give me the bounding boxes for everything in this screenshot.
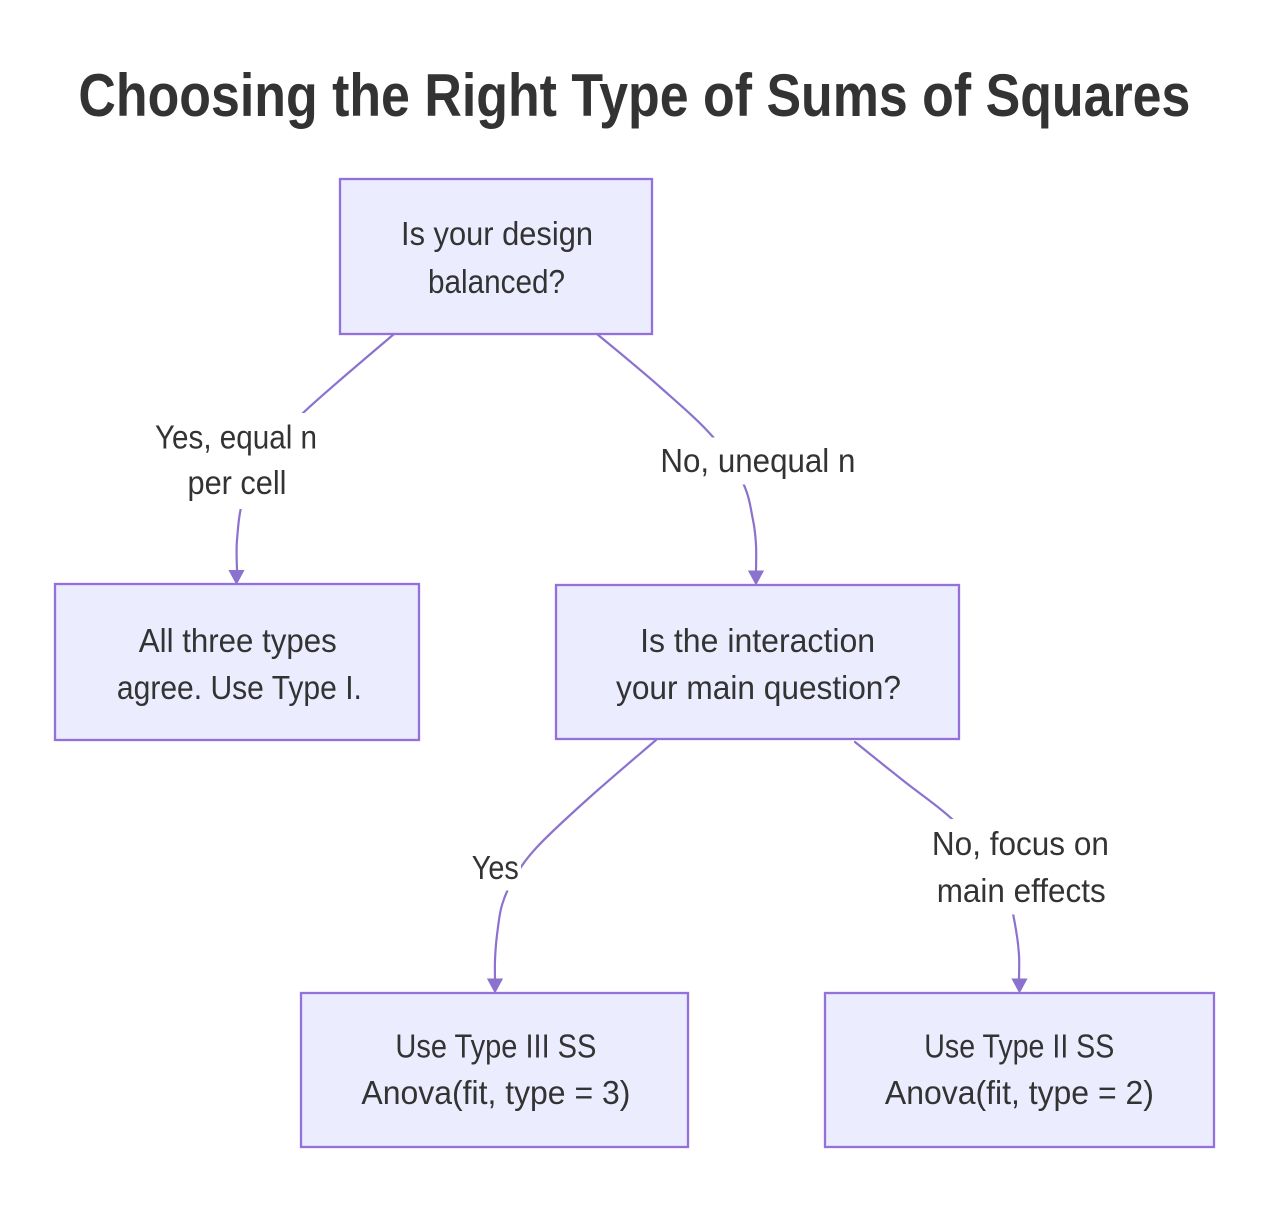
svg-text:Use Type III SS: Use Type III SS <box>395 1028 596 1065</box>
svg-text:agree. Use Type I.: agree. Use Type I. <box>117 670 362 707</box>
svg-text:balanced?: balanced? <box>428 264 565 301</box>
svg-text:main effects: main effects <box>937 872 1106 909</box>
svg-text:Anova(fit, type = 2): Anova(fit, type = 2) <box>885 1075 1154 1112</box>
svg-text:No, unequal n: No, unequal n <box>660 442 855 479</box>
svg-text:All three types: All three types <box>139 623 337 660</box>
svg-text:Is the interaction: Is the interaction <box>640 623 875 660</box>
svg-text:Yes, equal n: Yes, equal n <box>155 419 317 456</box>
svg-text:your main question?: your main question? <box>616 670 901 707</box>
svg-text:per cell: per cell <box>188 464 287 501</box>
svg-text:No, focus on: No, focus on <box>932 825 1109 862</box>
svg-text:Use Type II SS: Use Type II SS <box>924 1028 1114 1065</box>
svg-text:Is your design: Is your design <box>401 216 593 253</box>
svg-text:Anova(fit, type = 3): Anova(fit, type = 3) <box>361 1075 630 1112</box>
svg-text:Yes: Yes <box>472 849 519 886</box>
svg-text:Choosing the Right Type of Sum: Choosing the Right Type of Sums of Squar… <box>78 62 1190 129</box>
